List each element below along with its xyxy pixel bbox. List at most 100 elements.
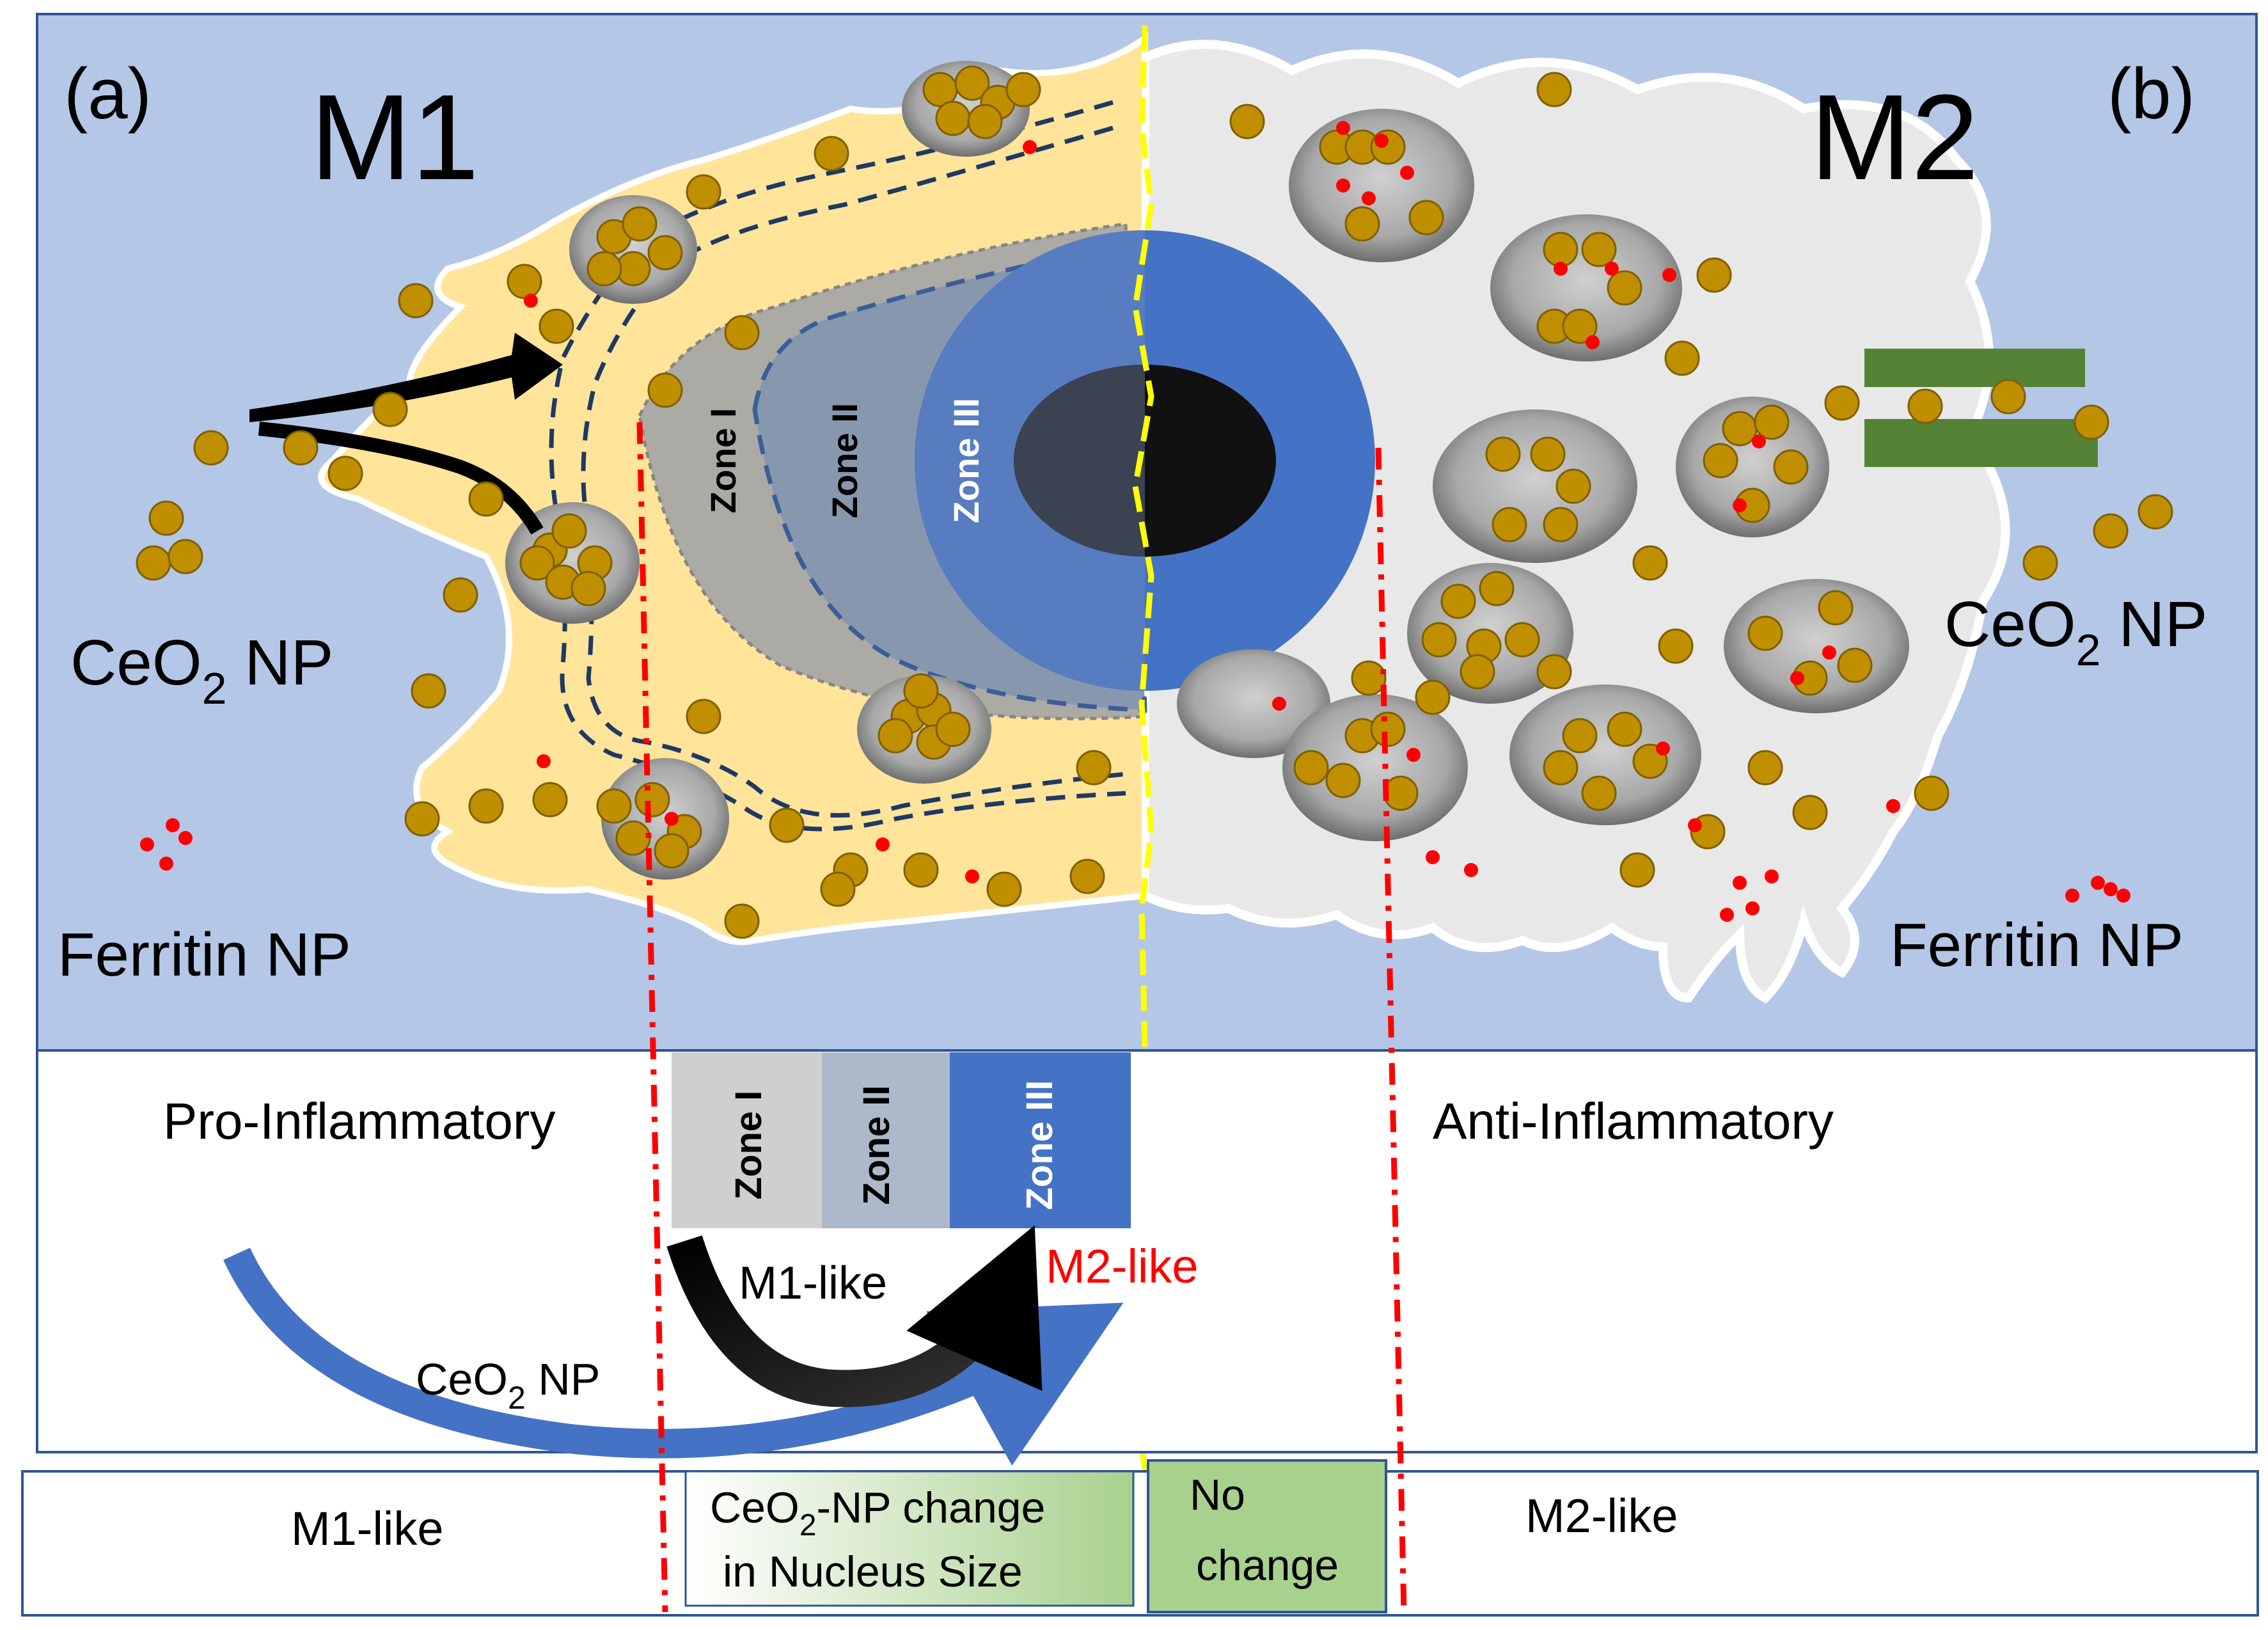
receptor-bar-bottom bbox=[1864, 419, 2098, 467]
ferritin-nanoparticle bbox=[178, 831, 193, 845]
zone3-label: Zone III bbox=[946, 398, 986, 523]
ceo2-nanoparticle bbox=[1837, 647, 1873, 683]
ceo2-nanoparticle bbox=[1485, 436, 1521, 472]
ferritin-nanoparticle bbox=[1336, 121, 1350, 135]
ferritin-nanoparticle bbox=[140, 837, 154, 851]
ceo2-nanoparticle bbox=[647, 235, 683, 271]
ceo2-nanoparticle bbox=[2074, 404, 2109, 440]
ceo2-nanoparticle bbox=[1747, 615, 1783, 651]
ceo2-nanoparticle bbox=[1076, 750, 1112, 786]
ceo2-nanoparticle bbox=[647, 372, 683, 408]
ceo2-nanoparticle bbox=[1664, 340, 1700, 376]
ceo2-nanoparticle bbox=[1344, 206, 1380, 242]
m2-like-arrow-label: M2-like bbox=[1046, 1240, 1198, 1293]
ferritin-nanoparticle bbox=[159, 857, 173, 871]
ferritin-nanoparticle bbox=[166, 818, 180, 832]
ceo2-nanoparticle bbox=[903, 673, 939, 709]
m1-like-arrow-label: M1-like bbox=[739, 1258, 887, 1309]
ferritin-nanoparticle bbox=[1656, 741, 1670, 756]
ferritin-nanoparticle bbox=[1765, 869, 1779, 883]
no-change-line2: change bbox=[1196, 1541, 1339, 1590]
ceo2-nanoparticle bbox=[148, 500, 184, 536]
zone2-label: Zone II bbox=[824, 403, 865, 518]
ceo2-nanoparticle bbox=[986, 871, 1022, 907]
no-change-box bbox=[1147, 1459, 1387, 1613]
black-transition-arrow bbox=[666, 1225, 1043, 1407]
ceo2-nanoparticle bbox=[1990, 379, 2026, 415]
ceo2-nanoparticle bbox=[1773, 449, 1809, 485]
ceo2-nanoparticle bbox=[878, 718, 913, 754]
ceo2-nanoparticle bbox=[283, 430, 319, 466]
pro-inflammatory-label: Pro-Inflammatory bbox=[163, 1093, 555, 1150]
ceo2-nanoparticles bbox=[136, 65, 2173, 1349]
ferritin-nanoparticle bbox=[1733, 876, 1747, 890]
panel-label-a: (a) bbox=[64, 54, 152, 134]
ceo2-nanoparticle bbox=[820, 871, 856, 907]
ceo2-nanoparticle bbox=[596, 788, 632, 824]
ceo2-np-arrow-label: CeO2 NP bbox=[416, 1354, 600, 1416]
ceo2-nanoparticle bbox=[954, 65, 990, 101]
ferritin-np-label-left: Ferritin NP bbox=[58, 921, 351, 989]
ceo2-nanoparticle bbox=[1818, 590, 1854, 626]
ferritin-nanoparticle bbox=[1400, 166, 1414, 180]
ceo2-nanoparticle bbox=[519, 545, 555, 581]
ceo2-nanoparticle bbox=[615, 820, 651, 856]
zone1-box bbox=[672, 1052, 822, 1228]
ceo2-nanoparticle bbox=[327, 455, 363, 491]
ceo2-nanoparticle bbox=[168, 539, 203, 574]
zone2-box bbox=[822, 1052, 950, 1228]
ceo2-change-line1: CeO2-NP change bbox=[710, 1484, 1045, 1542]
zone1-box-label: Zone I bbox=[728, 1091, 769, 1200]
zone3-box bbox=[950, 1052, 1131, 1228]
ceo2-nanoparticle bbox=[468, 481, 504, 517]
ferritin-nanoparticle bbox=[2065, 889, 2079, 903]
ferritin-nanoparticle bbox=[2104, 882, 2118, 896]
ceo2-nanoparticle bbox=[539, 308, 574, 344]
ferritin-nanoparticle bbox=[1554, 262, 1568, 276]
bottom-panel bbox=[21, 1470, 2259, 1617]
ceo2-nanoparticle bbox=[136, 545, 171, 581]
ferritin-nanoparticle bbox=[1406, 748, 1421, 762]
ceo2-np-label-right: CeO2 NP bbox=[1944, 589, 2207, 675]
ceo2-nanoparticle bbox=[1562, 718, 1598, 754]
ceo2-nanoparticle bbox=[1530, 436, 1566, 472]
ceo2-nanoparticle bbox=[1543, 232, 1579, 267]
ferritin-nanoparticle bbox=[2091, 876, 2105, 890]
ceo2-change-line2: in Nucleus Size bbox=[723, 1547, 1023, 1596]
nucleus-core-left-shade bbox=[1014, 365, 1145, 557]
uptake-arrow-upper bbox=[249, 333, 563, 422]
ferritin-nanoparticle bbox=[1023, 140, 1037, 154]
ceo2-nanoparticle bbox=[398, 283, 434, 319]
ferritin-nanoparticle bbox=[1662, 268, 1676, 282]
ferritin-nanoparticle bbox=[1426, 850, 1440, 864]
ceo2-nanoparticle bbox=[1492, 507, 1527, 542]
ceo2-nanoparticle bbox=[1005, 72, 1041, 107]
ceo2-nanoparticle bbox=[404, 801, 440, 837]
ceo2-nanoparticle bbox=[967, 104, 1003, 139]
ceo2-nanoparticle bbox=[1562, 308, 1598, 344]
zone1-label: Zone I bbox=[703, 408, 743, 514]
ferritin-nanoparticle bbox=[537, 754, 551, 768]
ferritin-nanoparticle bbox=[1752, 434, 1766, 448]
ceo2-nanoparticle bbox=[1555, 468, 1591, 504]
ferritin-nanoparticle bbox=[1374, 134, 1389, 148]
ceo2-nanoparticle bbox=[193, 430, 229, 466]
ceo2-nanoparticle bbox=[1607, 711, 1642, 747]
ceo2-nanoparticle bbox=[1607, 270, 1642, 306]
ceo2-nanoparticle bbox=[587, 251, 622, 287]
ceo2-nanoparticle bbox=[2138, 494, 2173, 530]
ceo2-nanoparticle bbox=[1696, 257, 1732, 293]
ceo2-nanoparticle bbox=[1293, 750, 1329, 786]
ceo2-change-box bbox=[684, 1470, 1135, 1607]
ceo2-nanoparticle bbox=[1421, 622, 1457, 658]
ferritin-nanoparticles bbox=[140, 121, 2130, 922]
ceo2-nanoparticle bbox=[1460, 654, 1495, 690]
red-guide-left bbox=[636, 422, 668, 1613]
ferritin-nanoparticle bbox=[1790, 671, 1804, 685]
ceo2-nanoparticle bbox=[1914, 775, 1949, 811]
ferritin-nanoparticle bbox=[1362, 191, 1376, 205]
m2-cell-label: M2 bbox=[1810, 70, 1979, 205]
ferritin-nanoparticle bbox=[1605, 262, 1619, 276]
ceo2-nanoparticle bbox=[1479, 571, 1515, 606]
